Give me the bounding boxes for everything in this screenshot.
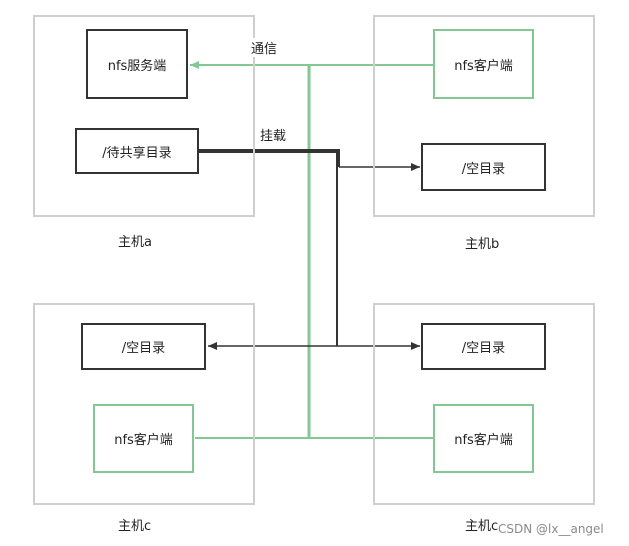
host-c-right-frame (373, 303, 595, 505)
host-c-left-label: 主机c (118, 519, 152, 534)
mount-label: 挂载 (259, 125, 288, 144)
communication-label: 通信 (250, 38, 279, 57)
host-b-nfs-client-node: nfs客户端 (433, 29, 534, 99)
host-c-left-nfs-client-node: nfs客户端 (93, 404, 194, 473)
host-c-right-empty-dir-node: /空目录 (421, 323, 546, 370)
host-b-label: 主机b (465, 237, 500, 252)
host-c-right-label: 主机c (465, 519, 499, 534)
nfs-server-node: nfs服务端 (86, 29, 188, 99)
host-b-empty-dir-node: /空目录 (421, 143, 546, 191)
host-c-left-frame (33, 303, 255, 505)
mount-trunk-outer (197, 149, 340, 167)
csdn-watermark: CSDN @lx__angel (498, 522, 604, 536)
host-b-frame (373, 15, 595, 217)
mount-trunk-inner (197, 151, 338, 346)
host-c-right-nfs-client-node: nfs客户端 (433, 404, 534, 473)
host-a-label: 主机a (118, 235, 152, 250)
host-c-left-empty-dir-node: /空目录 (81, 323, 206, 370)
communication-lines (190, 61, 433, 439)
host-a-frame (33, 15, 255, 217)
mount-lines (197, 149, 420, 350)
shared-directory-node: /待共享目录 (75, 128, 199, 174)
